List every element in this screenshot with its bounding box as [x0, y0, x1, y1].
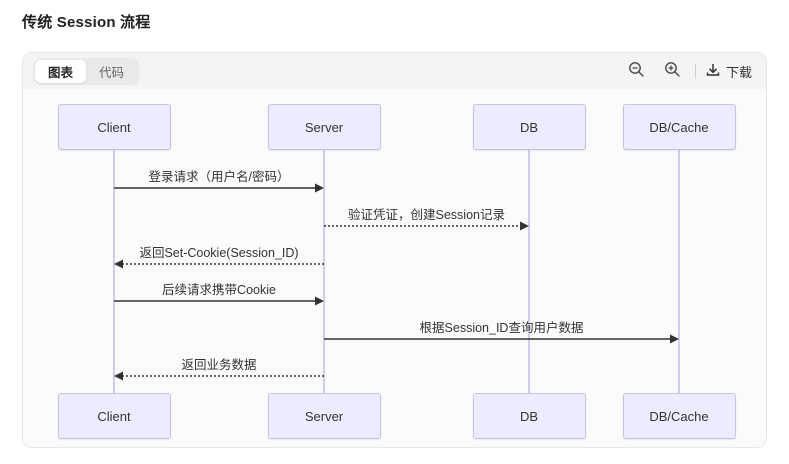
message-label: 登录请求（用户名/密码）	[148, 170, 290, 184]
message-arrowhead	[520, 221, 529, 231]
message-label: 验证凭证，创建Session记录	[348, 208, 505, 222]
zoom-out-icon	[628, 61, 645, 81]
diagram-lines-layer	[113, 150, 680, 393]
diagram-toolbar: 图表 代码	[23, 53, 766, 89]
toolbar-divider	[694, 63, 696, 79]
message-label: 后续请求携带Cookie	[162, 283, 276, 297]
message-arrowhead	[315, 296, 324, 306]
actor-box-top: Server	[267, 104, 381, 150]
sequence-diagram-canvas: 登录请求（用户名/密码） 验证凭证，创建Session记录返回Set-Cookie…	[23, 89, 766, 447]
actor-box-bottom: Server	[267, 393, 381, 439]
download-label: 下载	[725, 64, 752, 80]
message-arrowhead	[670, 334, 679, 344]
message-label: 根据Session_ID查询用户数据	[419, 321, 584, 335]
message-label: 返回业务数据	[181, 358, 257, 372]
page-title: 传统 Session 流程	[22, 14, 151, 31]
message-label: 返回Set-Cookie(Session_ID)	[139, 246, 299, 260]
view-tab-group: 图表 代码	[33, 57, 140, 85]
download-button[interactable]: 下载	[705, 62, 752, 81]
actor-box-top: DB/Cache	[622, 104, 736, 150]
message-arrowhead	[315, 183, 324, 193]
actor-box-bottom: DB/Cache	[622, 393, 736, 439]
actor-box-bottom: Client	[57, 393, 171, 439]
zoom-in-button[interactable]	[660, 58, 686, 84]
zoom-in-icon	[664, 61, 681, 81]
actor-box-top: DB	[472, 104, 586, 150]
actor-box-bottom: DB	[472, 393, 586, 439]
tab-chart[interactable]: 图表	[35, 59, 87, 83]
message-arrowhead	[114, 259, 123, 269]
tab-code[interactable]: 代码	[86, 60, 137, 83]
message-arrowhead	[114, 371, 123, 381]
actor-box-top: Client	[57, 104, 171, 150]
zoom-out-button[interactable]	[624, 58, 650, 84]
diagram-panel: 图表 代码	[22, 52, 767, 448]
download-icon	[705, 62, 721, 81]
